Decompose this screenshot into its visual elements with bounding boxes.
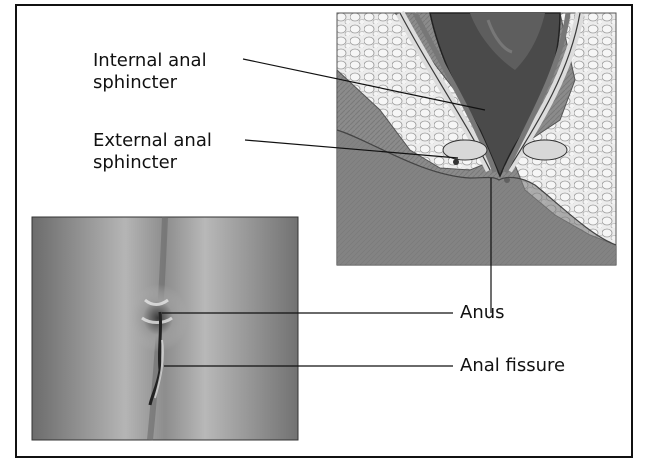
label-external-line2: sphincter	[93, 152, 212, 174]
label-internal-line1: Internal anal	[93, 50, 207, 72]
label-external-anal-sphincter: External anal sphincter	[93, 130, 212, 174]
label-anal-fissure: Anal fissure	[460, 355, 565, 377]
label-anus: Anus	[460, 302, 505, 324]
label-external-line1: External anal	[93, 130, 212, 152]
label-internal-anal-sphincter: Internal anal sphincter	[93, 50, 207, 94]
cross-section-panel	[337, 13, 616, 265]
skin-photo-panel	[32, 217, 298, 440]
label-internal-line2: sphincter	[93, 72, 207, 94]
